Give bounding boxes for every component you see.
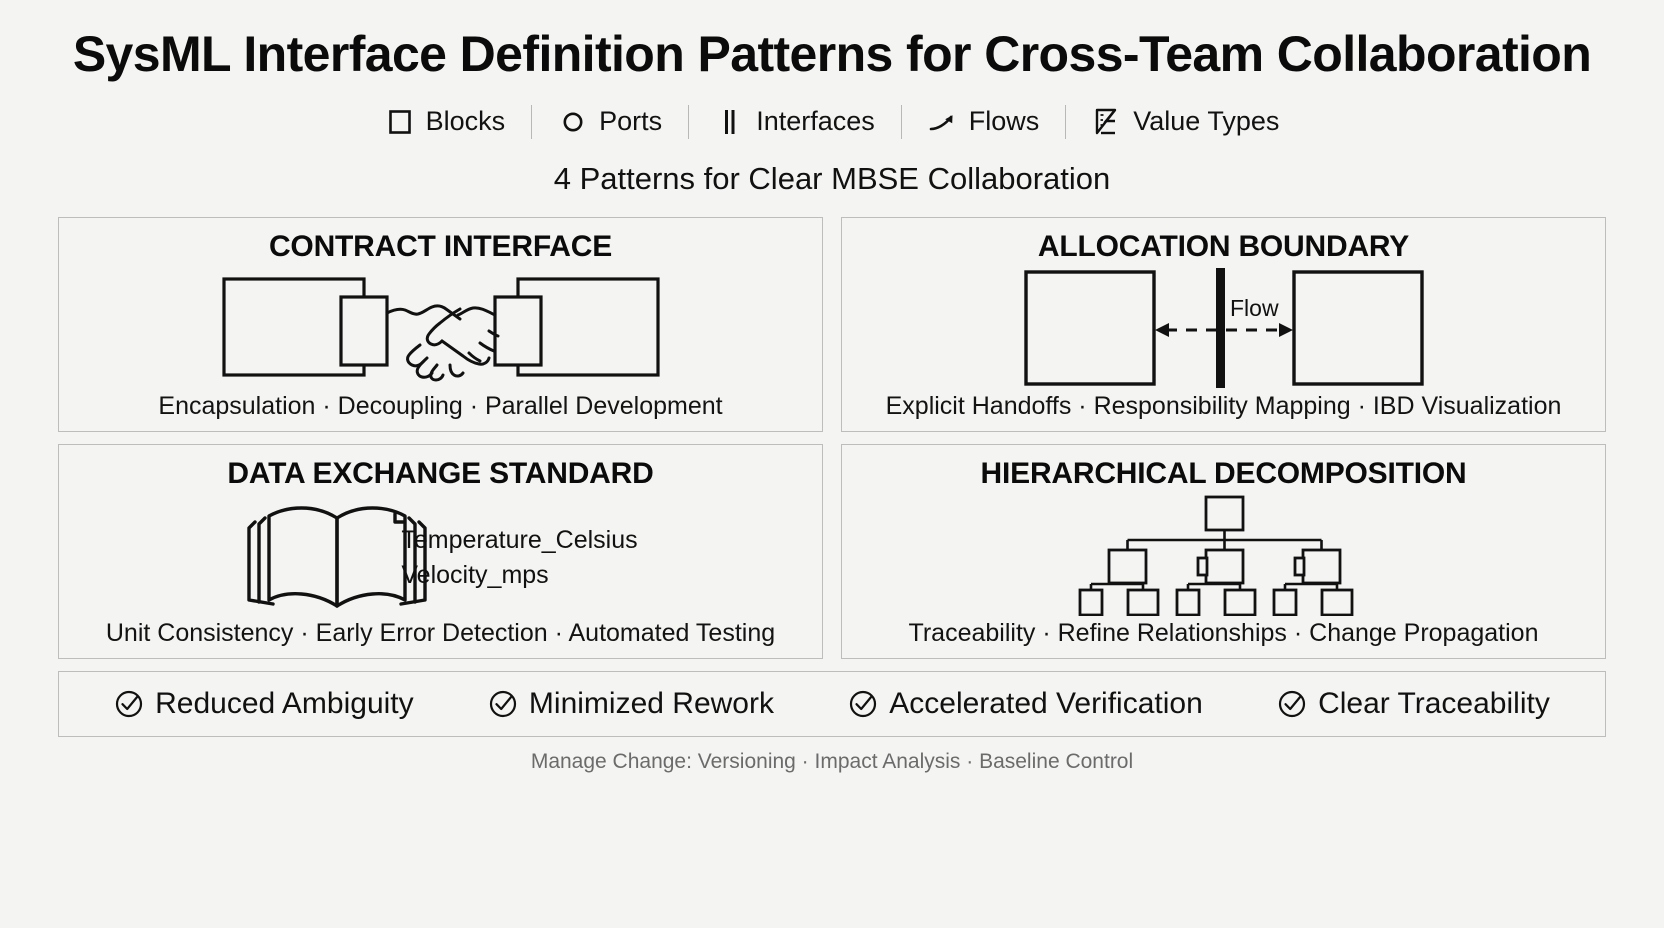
check-circle-icon [1277,689,1307,719]
pattern-caption: Encapsulation · Decoupling · Parallel De… [158,391,723,420]
legend-label-blocks: Blocks [425,106,506,136]
pattern-caption: Unit Consistency · Early Error Detection… [105,618,776,647]
legend-item-flows[interactable]: Flows [902,106,1066,137]
value-type-name-1: Velocity_mps [401,560,549,589]
hierarchical-decomposition-diagram [856,491,1591,619]
check-circle-icon [114,689,144,719]
allocation-boundary-diagram: Flow [856,264,1591,392]
benefit-label: Accelerated Verification [889,686,1203,720]
page-subtitle: 4 Patterns for Clear MBSE Collaboration [553,160,1111,196]
block-tree-icon [1078,495,1353,616]
benefit-label: Clear Traceability [1318,686,1550,720]
benefit-label: Reduced Ambiguity [155,686,414,720]
circle-port-icon [558,107,588,137]
footer-note: Manage Change: Versioning · Impact Analy… [530,749,1134,773]
data-exchange-diagram: Temperature_Celsius Velocity_mps [73,491,808,619]
contract-interface-diagram [73,264,808,392]
legend-item-blocks[interactable]: Blocks [359,106,532,137]
check-circle-icon [848,689,878,719]
legend-divider [1065,104,1067,139]
benefit-item-reduced-ambiguity[interactable]: Reduced Ambiguity [114,687,414,721]
benefit-item-minimized-rework[interactable]: Minimized Rework [488,687,774,721]
double-bar-interface-icon [715,107,745,137]
page-title: SysML Interface Definition Patterns for … [72,26,1592,82]
curved-arrow-flow-icon [928,107,958,137]
check-circle-icon [488,689,518,719]
legend-label-flows: Flows [968,106,1040,136]
pattern-card-data-exchange-standard[interactable]: DATA EXCHANGE STANDARD [58,443,823,659]
flow-label: Flow [1230,295,1279,321]
legend-label-value-types: Value Types [1133,106,1280,136]
legend-label-interfaces: Interfaces [756,106,875,136]
benefit-label: Minimized Rework [528,686,774,720]
legend-label-ports: Ports [599,106,663,136]
open-book-icon [247,505,428,608]
square-block-icon [385,107,415,137]
pattern-card-contract-interface[interactable]: CONTRACT INTERFACE [58,216,823,432]
pattern-title: ALLOCATION BOUNDARY [1037,229,1410,263]
pattern-card-allocation-boundary[interactable]: ALLOCATION BOUNDARY Flow Explicit Handof… [841,216,1606,432]
pattern-caption: Explicit Handoffs · Responsibility Mappi… [885,391,1562,420]
boundary-blocks-flow-icon: Flow [1023,267,1424,388]
legend-divider [688,104,690,139]
handshake-between-blocks-icon [221,277,660,382]
benefit-item-accelerated-verification[interactable]: Accelerated Verification [848,687,1203,721]
benefits-bar: Reduced Ambiguity Minimized Rework Accel… [58,670,1606,737]
legend-item-interfaces[interactable]: Interfaces [689,106,901,137]
pattern-card-hierarchical-decomposition[interactable]: HIERARCHICAL DECOMPOSITION [841,443,1606,659]
ruler-value-type-icon [1092,107,1122,137]
legend-item-ports[interactable]: Ports [532,106,688,137]
legend-item-value-types[interactable]: Value Types [1066,106,1305,137]
benefit-item-clear-traceability[interactable]: Clear Traceability [1277,687,1550,721]
pattern-title: HIERARCHICAL DECOMPOSITION [980,456,1467,490]
legend-divider [531,104,533,139]
value-type-name-0: Temperature_Celsius [401,525,638,554]
pattern-caption: Traceability · Refine Relationships · Ch… [908,618,1539,647]
pattern-title: DATA EXCHANGE STANDARD [227,456,654,490]
pattern-grid: CONTRACT INTERFACE [58,216,1606,659]
legend-bar: Blocks Ports Interfaces [58,104,1606,139]
pattern-title: CONTRACT INTERFACE [268,229,613,263]
legend-divider [900,104,902,139]
